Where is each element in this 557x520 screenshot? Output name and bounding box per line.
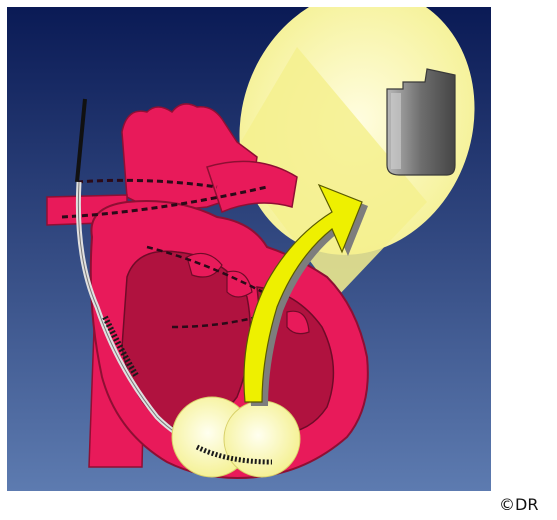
copyright-credit: ©DR	[499, 496, 538, 514]
heart-pacing-diagram	[7, 7, 491, 491]
medical-illustration-panel	[7, 7, 491, 491]
electrode-glow	[172, 397, 300, 477]
